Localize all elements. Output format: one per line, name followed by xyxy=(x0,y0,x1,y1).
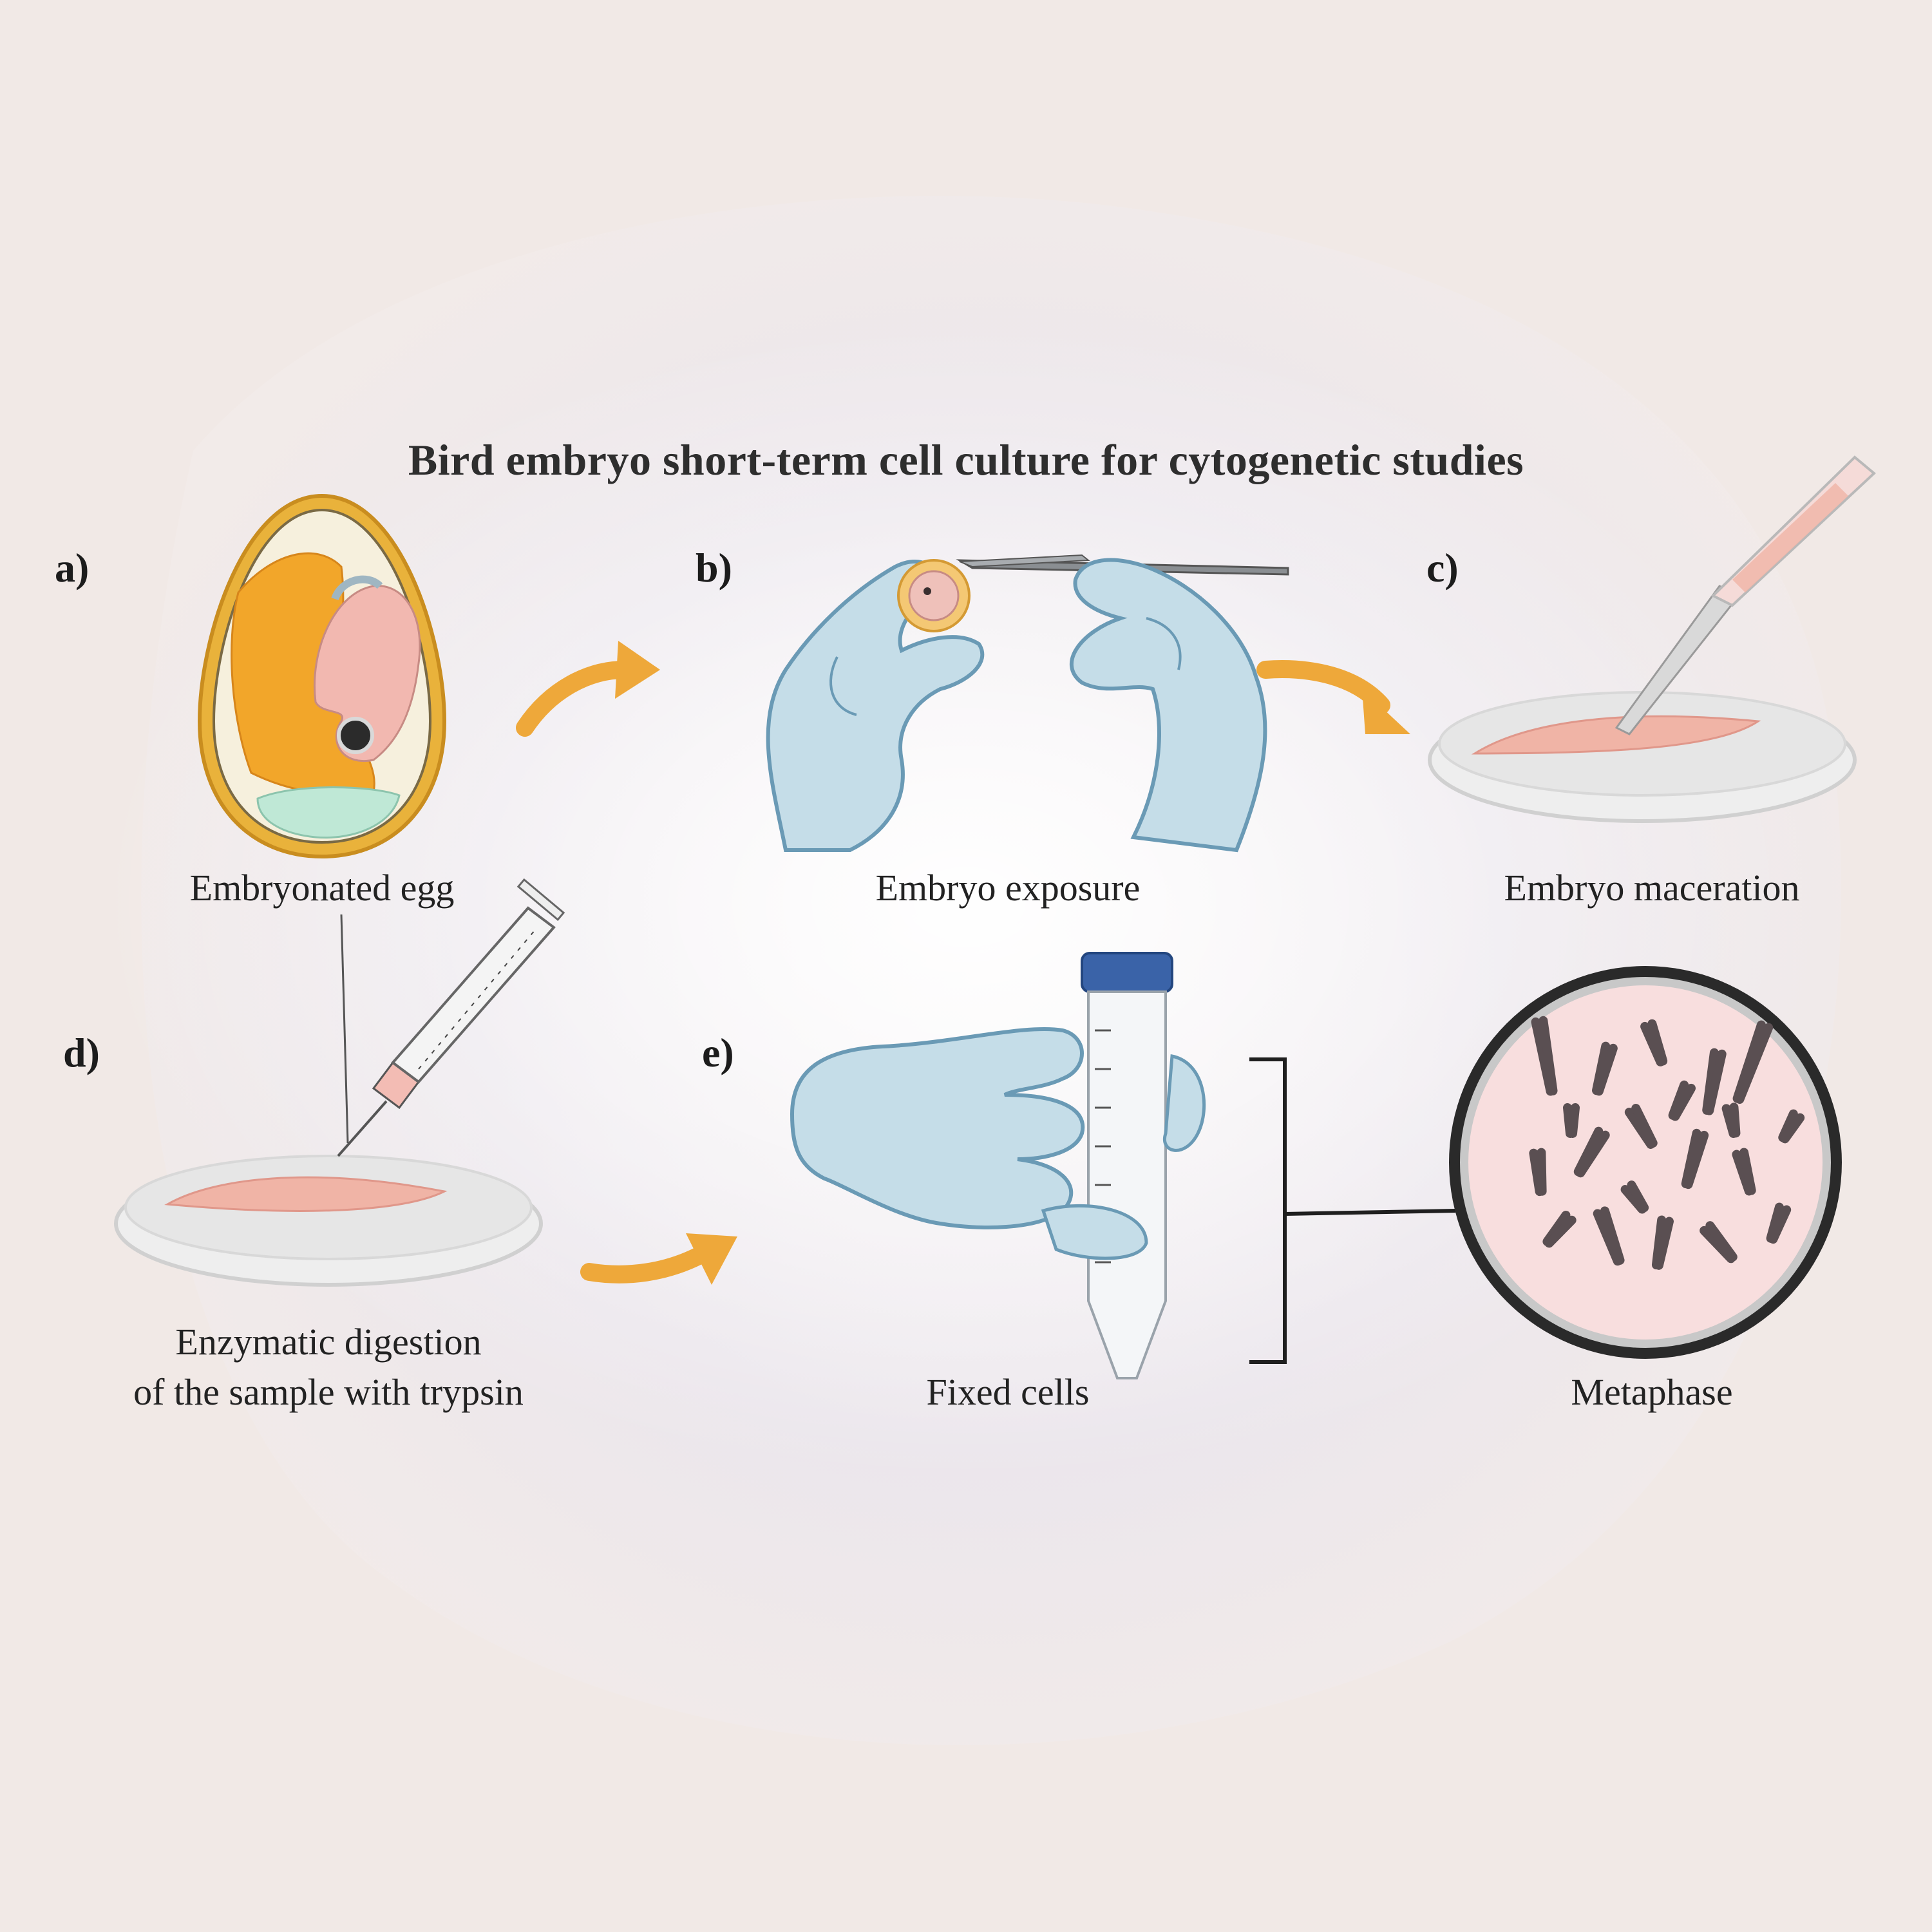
chromosome xyxy=(1766,1202,1792,1244)
chromosome xyxy=(1732,1020,1774,1104)
chromosome xyxy=(1681,1128,1709,1189)
gloved-hands-icon xyxy=(766,554,1289,853)
conical-tube-hand-icon xyxy=(790,952,1206,1379)
step-e-caption: Fixed cells xyxy=(926,1371,1090,1413)
step-c-label: c) xyxy=(1426,545,1459,591)
chromosome xyxy=(1592,1041,1618,1096)
chromosome xyxy=(1624,1104,1658,1149)
step-c-caption: Embryo maceration xyxy=(1504,867,1800,909)
chromosome xyxy=(1732,1148,1756,1196)
syringe-icon xyxy=(337,878,565,1157)
chromosome xyxy=(1651,1215,1674,1270)
chromosome xyxy=(1640,1019,1668,1066)
step-d-label: d) xyxy=(63,1030,100,1075)
egg-icon xyxy=(197,493,447,859)
chromosome xyxy=(1531,1016,1558,1096)
conical-tube-icon xyxy=(1081,952,1173,1379)
chromosome xyxy=(1573,1126,1610,1178)
arrow-b-to-c xyxy=(1256,660,1410,734)
chromosome xyxy=(1563,1103,1580,1138)
magnifier-circle-icon xyxy=(1449,966,1842,1359)
chromosome xyxy=(1700,1221,1738,1264)
chromosome xyxy=(1529,1148,1547,1197)
chromosome xyxy=(1620,1180,1649,1214)
petri-dish-icon xyxy=(1428,455,1877,823)
chromosome xyxy=(1702,1048,1727,1115)
step-a-caption: Embryonated egg xyxy=(189,867,455,909)
petri-dish-syringe-icon xyxy=(114,878,565,1287)
chromosome xyxy=(1778,1109,1805,1144)
bracket-connector xyxy=(1249,1057,1456,1364)
chromosome xyxy=(1721,1103,1741,1139)
step-b-label: b) xyxy=(696,545,732,591)
step-e-label: e) xyxy=(702,1030,734,1075)
metaphase-caption: Metaphase xyxy=(1571,1371,1733,1413)
diagram-title: Bird embryo short-term cell culture for … xyxy=(408,435,1524,484)
arrow-a-to-b xyxy=(516,641,660,737)
step-a-label: a) xyxy=(55,545,90,591)
chromosome xyxy=(1668,1080,1696,1121)
step-d-caption-line2: of the sample with trypsin xyxy=(133,1371,524,1413)
step-b-caption: Embryo exposure xyxy=(875,867,1141,909)
step-d-caption-line1: Enzymatic digestion xyxy=(175,1321,482,1363)
scalpel-icon xyxy=(1615,455,1877,735)
chromosome-spread xyxy=(1529,1016,1805,1270)
chromosome xyxy=(1593,1206,1625,1266)
arrow-d-to-e xyxy=(580,1233,737,1285)
chromosome xyxy=(1542,1210,1577,1248)
